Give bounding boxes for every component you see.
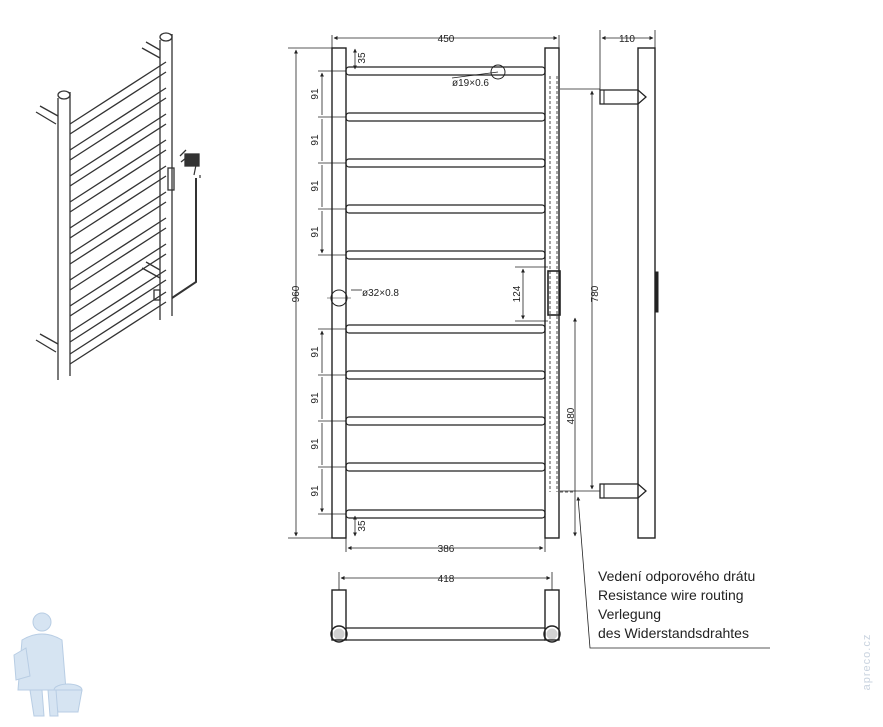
legend-line-de-2: des Widerstandsdrahtes [598,625,749,641]
dim-top-offset: 35 [357,52,368,64]
dim-bar-spacing: 91 [310,134,321,146]
dim-heater-box: 124 [512,285,523,302]
dim-bar-spacing: 91 [310,438,321,450]
dim-bottom-width: 418 [438,574,455,585]
legend-line-de-1: Verlegung [598,606,661,622]
dim-bottom-offset: 35 [357,520,368,532]
dim-wire-height: 480 [566,407,577,424]
bottom-dimensions [338,572,553,590]
dim-overall-width: 450 [438,34,455,45]
iso-bars [69,61,167,365]
dim-bar-diameter: ø19×0.6 [452,78,489,89]
dim-bar-spacing: 91 [310,485,321,497]
legend: Vedení odporového drátu Resistance wire … [598,568,755,641]
dim-overall-height: 960 [291,285,302,302]
front-dimensions [288,35,600,552]
side-view [599,47,659,539]
dim-bar-spacing: 91 [310,392,321,404]
dim-bar-spacing: 91 [310,88,321,100]
front-bars [345,66,546,519]
side-dimensions [599,30,656,90]
watermark: apreco.cz [861,634,873,691]
plumber-logo [13,612,83,717]
dim-depth: 110 [619,34,635,45]
bottom-view [330,589,561,643]
dim-bar-spacing: 91 [310,346,321,358]
legend-line-en: Resistance wire routing [598,587,744,603]
dim-mount-height: 780 [590,285,601,302]
dim-bar-spacing: 91 [310,226,321,238]
legend-line-cz: Vedení odporového drátu [598,568,755,584]
isometric-view [35,32,201,380]
legend-leader [576,496,770,649]
dim-bar-spacing: 91 [310,180,321,192]
dim-rail-diameter: ø32×0.8 [362,288,399,299]
dim-inner-width: 386 [438,544,455,555]
front-view [327,47,575,539]
